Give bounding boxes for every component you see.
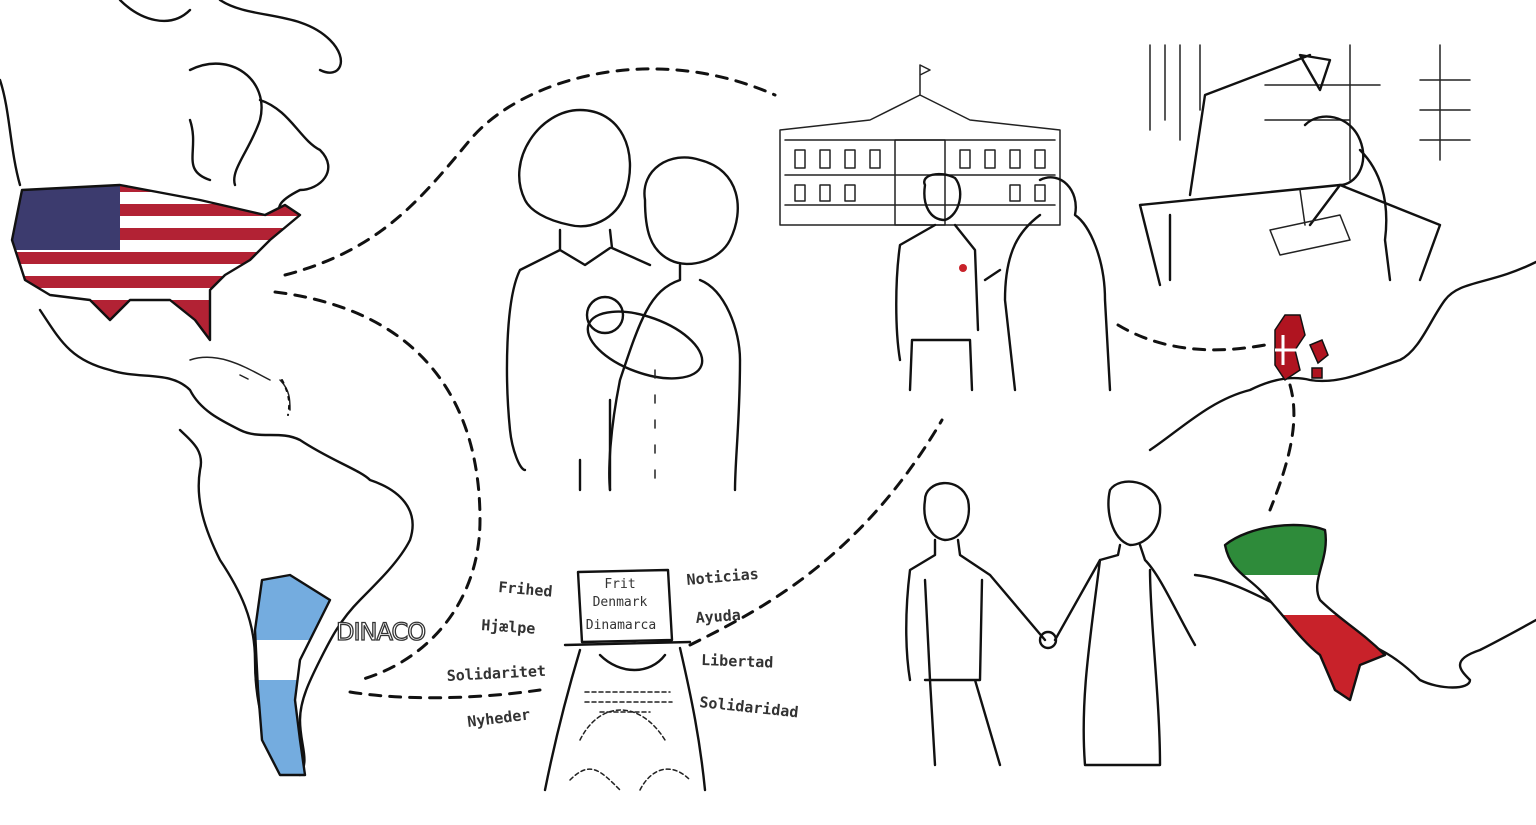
connector-lines (273, 67, 1296, 700)
word: Frihed (498, 578, 554, 601)
word: Solidaridad (699, 693, 800, 721)
word: Solidaritet (446, 662, 546, 685)
medal (959, 264, 967, 272)
left-words: Frihed Hjælpe Solidaritet Nyheder (446, 578, 553, 731)
word: Hjælpe (481, 616, 536, 638)
dinaco-logo: DINACO (336, 618, 425, 646)
right-words: Noticias Ayuda Libertad Solidaridad (686, 565, 799, 722)
word: Nyheder (466, 705, 531, 731)
paper-line: Denmark (593, 595, 648, 610)
word: Noticias (686, 565, 760, 589)
palace-award (779, 64, 1112, 392)
paper-line: Frit (604, 577, 635, 592)
americas-map (0, 0, 414, 777)
denmark-map (1274, 314, 1329, 382)
family-with-baby (505, 108, 742, 492)
typewriter: Frit Denmark Dinamarca Frihed Hjælpe Sol… (446, 565, 799, 792)
us-flag-map (10, 183, 302, 342)
typewriter-paper: Frit Denmark Dinamarca (586, 577, 656, 633)
paper-line: Dinamarca (586, 618, 656, 633)
word: Ayuda (695, 606, 741, 627)
artist-at-desk (1138, 44, 1471, 287)
word: Libertad (701, 651, 774, 672)
couple-holding-hands (905, 480, 1197, 767)
us-flag-fill (12, 185, 300, 340)
italy-map (1223, 523, 1387, 702)
